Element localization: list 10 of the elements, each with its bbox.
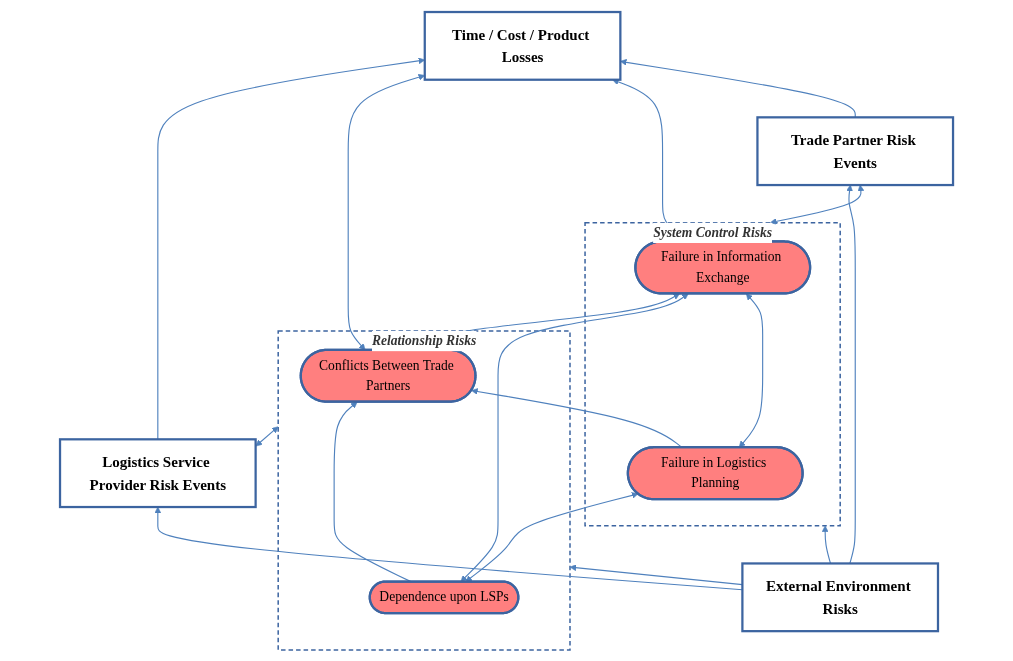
arrow [770, 184, 865, 225]
arrow [255, 425, 279, 446]
arrow [154, 506, 743, 590]
node-box: Trade Partner Risk Events [756, 115, 955, 186]
arrow [460, 292, 689, 582]
node-box: Logistics Service Provider Risk Events [58, 437, 257, 508]
node-box: Time / Cost / Product Losses [423, 10, 622, 81]
arrow [569, 563, 743, 585]
node-box: External Environment Risks [741, 561, 940, 632]
arrow [465, 491, 639, 582]
